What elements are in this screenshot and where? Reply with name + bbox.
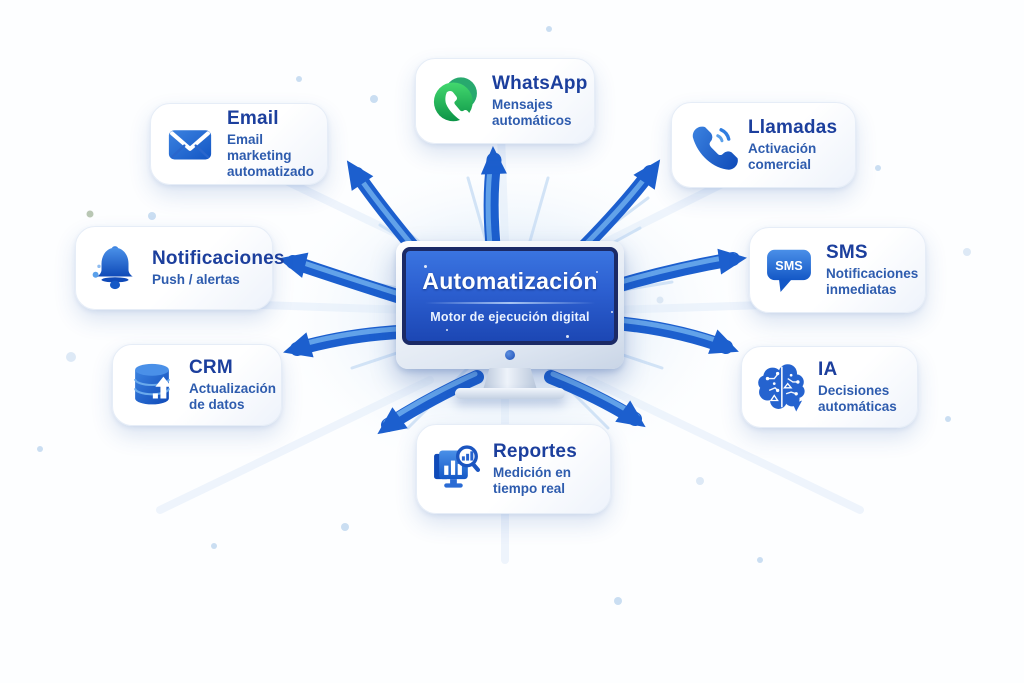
phone-handset-icon xyxy=(684,118,738,172)
sms-bubble-icon: SMS xyxy=(762,243,816,297)
card-notificaciones: Notificaciones Push / alertas xyxy=(75,226,285,310)
envelope-icon xyxy=(163,117,217,171)
card-email-subtitle: Email marketing automatizado xyxy=(227,132,315,179)
card-crm-title: CRM xyxy=(189,357,233,379)
arrow-down-right xyxy=(544,370,646,428)
monitor-stand-neck xyxy=(483,368,537,390)
central-automation-monitor: Automatización Motor de ejecución digita… xyxy=(396,241,624,403)
card-reportes-title: Reportes xyxy=(493,441,577,463)
brain-circuit-icon xyxy=(754,360,808,414)
card-sms-title: SMS xyxy=(826,242,868,264)
center-subtitle: Motor de ejecución digital xyxy=(430,310,590,324)
arrow-down-left xyxy=(377,370,484,435)
report-chart-icon xyxy=(429,442,483,496)
card-llamadas-subtitle: Activación comercial xyxy=(748,141,817,172)
card-notificaciones-subtitle: Push / alertas xyxy=(152,272,240,288)
bell-icon xyxy=(88,241,142,295)
card-crm-subtitle: Actualización de datos xyxy=(189,381,277,412)
card-sms-subtitle: Notificaciones inmediatas xyxy=(826,266,919,297)
monitor-frame: Automatización Motor de ejecución digita… xyxy=(396,241,624,369)
sms-bubble-label: SMS xyxy=(775,259,802,273)
card-whatsapp: WhatsApp Mensajes automáticos xyxy=(415,58,595,144)
card-ia-title: IA xyxy=(818,359,838,381)
card-whatsapp-title: WhatsApp xyxy=(492,73,588,95)
center-title: Automatización xyxy=(422,268,598,294)
database-icon xyxy=(125,358,179,412)
card-ia-subtitle: Decisiones automáticas xyxy=(818,383,897,414)
card-reportes-subtitle: Medición en tiempo real xyxy=(493,465,572,496)
card-whatsapp-subtitle: Mensajes automáticos xyxy=(492,97,572,128)
monitor-camera-dot xyxy=(505,350,515,360)
card-ia: IA Decisiones automáticas xyxy=(741,346,918,428)
monitor-screen: Automatización Motor de ejecución digita… xyxy=(402,247,618,345)
card-llamadas: Llamadas Activación comercial xyxy=(671,102,856,188)
card-notificaciones-title: Notificaciones xyxy=(152,248,285,270)
card-reportes: Reportes Medición en tiempo real xyxy=(416,424,611,514)
screen-divider xyxy=(424,302,596,304)
card-llamadas-title: Llamadas xyxy=(748,117,838,139)
whatsapp-icon xyxy=(428,74,482,128)
card-email: Email Email marketing automatizado xyxy=(150,103,328,185)
card-crm: CRM Actualización de datos xyxy=(112,344,282,426)
card-email-title: Email xyxy=(227,108,279,130)
monitor-stand-base xyxy=(455,388,565,399)
card-sms: SMS SMS Notificaciones inmediatas xyxy=(749,227,926,313)
